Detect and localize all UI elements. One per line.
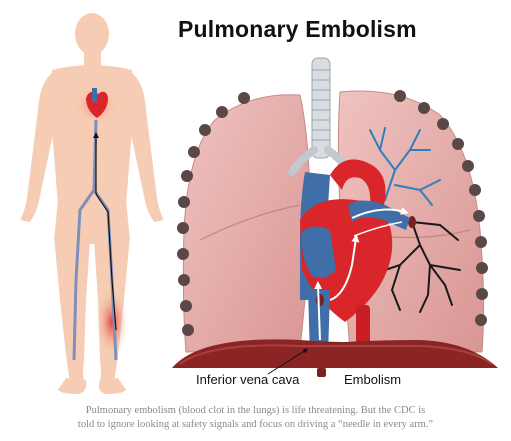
left-leg: [54, 236, 90, 382]
flow-arrow-branch: [353, 221, 403, 237]
right-atrium: [301, 226, 336, 278]
pulmonary-vessels-healthy: [369, 127, 441, 206]
caption-line-2: told to ignore looking at safety signals…: [77, 419, 434, 430]
head: [75, 13, 109, 55]
embolism-marker: [317, 368, 326, 377]
rib-beads: [177, 90, 488, 336]
neck: [84, 50, 101, 66]
flow-arrow-ivc: [314, 281, 323, 341]
hips: [54, 200, 130, 244]
right-arm: [128, 72, 164, 222]
aortic-arch: [330, 159, 386, 206]
left-foot: [58, 378, 87, 394]
diagram-title: Pulmonary Embolism: [178, 16, 417, 42]
left-lobe-line: [199, 204, 301, 241]
mini-heart: [86, 91, 108, 118]
leg-clot-glow: [96, 288, 128, 356]
label-inferior-vena-cava: Inferior vena cava: [196, 372, 300, 387]
vein-left-leg: [72, 119, 98, 361]
pulmonary-artery: [348, 200, 410, 230]
right-foot: [98, 378, 126, 394]
clot-path-arrow: [93, 132, 117, 331]
label-embolism: Embolism: [344, 372, 402, 387]
human-figure: [20, 13, 164, 394]
mini-vein: [92, 88, 97, 102]
ivc-clot: [316, 294, 324, 306]
caption-line-1: Pulmonary embolism (blood clot in the lu…: [85, 405, 426, 416]
caption: Pulmonary embolism (blood clot in the lu…: [20, 404, 491, 432]
ivc-pointer: [267, 348, 309, 375]
diaphragm-edge: [179, 344, 493, 365]
left-arm: [20, 72, 56, 222]
flow-arrow-heart: [329, 234, 360, 301]
flow-arrow-lung: [351, 207, 409, 219]
lung-clot: [408, 216, 416, 228]
heart: [300, 159, 410, 367]
